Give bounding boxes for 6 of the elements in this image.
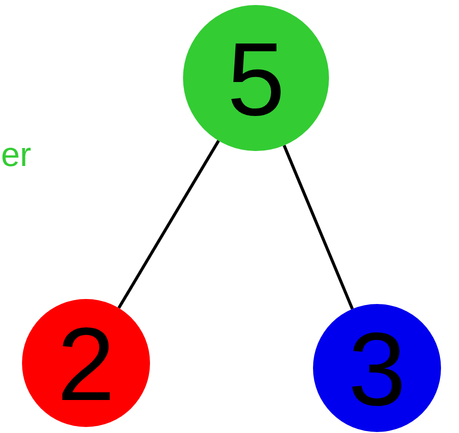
connector-line	[118, 140, 220, 309]
partial-label: er	[1, 138, 32, 172]
number-circle: 3	[313, 304, 441, 432]
number-circle: 2	[22, 299, 150, 427]
number-circle: 5	[183, 5, 329, 151]
connector-line	[282, 144, 354, 310]
